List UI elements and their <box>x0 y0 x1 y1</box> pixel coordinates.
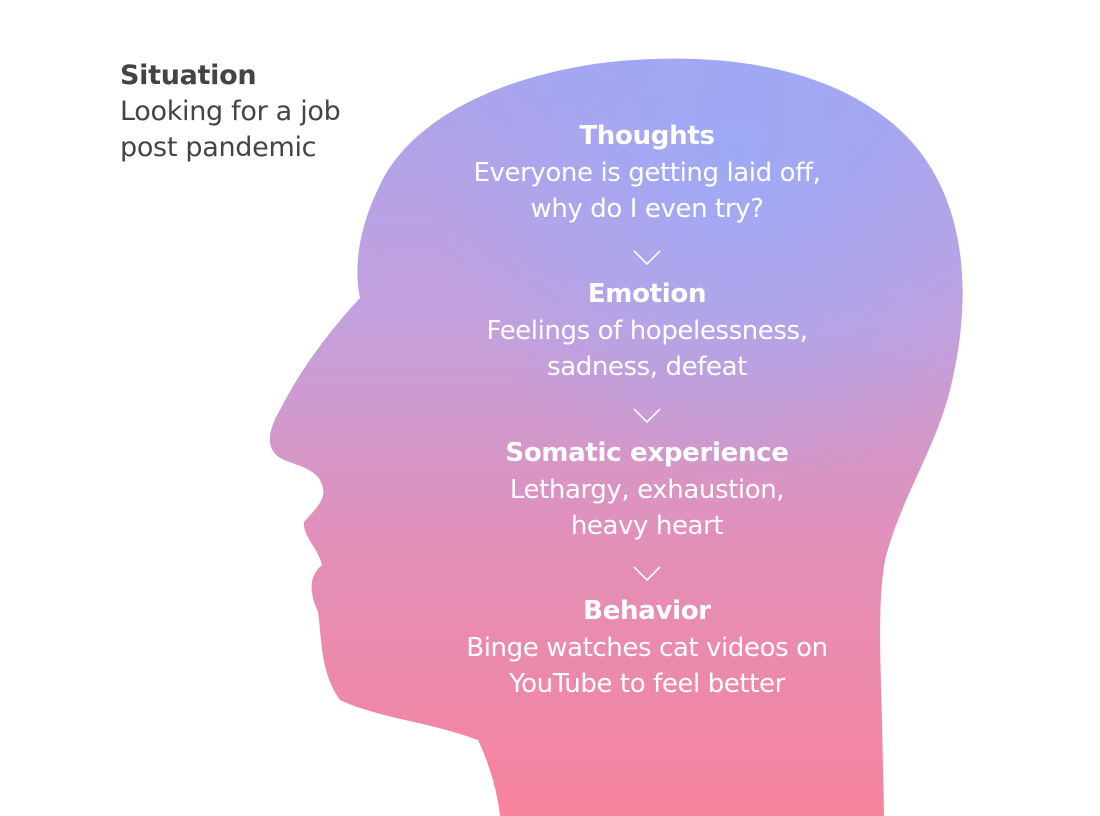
step-body-emotion: Feelings of hopelessness, sadness, defea… <box>447 313 847 385</box>
step-line: Everyone is getting laid off, <box>473 158 821 188</box>
cbt-flow: Thoughts Everyone is getting laid off, w… <box>447 0 847 816</box>
step-line: heavy heart <box>570 511 724 541</box>
step-body-behavior: Binge watches cat videos on YouTube to f… <box>447 630 847 702</box>
situation-line-2: post pandemic <box>120 132 317 163</box>
situation-line-1: Looking for a job <box>120 96 341 127</box>
situation-block: Situation Looking for a job post pandemi… <box>120 58 341 166</box>
step-line: Binge watches cat videos on <box>466 633 828 663</box>
step-line: Lethargy, exhaustion, <box>509 475 785 505</box>
step-line: YouTube to feel better <box>509 669 785 699</box>
chevron-down-icon <box>633 408 661 424</box>
situation-heading: Situation <box>120 60 257 91</box>
step-title-emotion: Emotion <box>587 279 707 309</box>
step-line: why do I even try? <box>530 194 764 224</box>
step-title-thoughts: Thoughts <box>579 121 715 151</box>
step-title-somatic: Somatic experience <box>505 438 789 468</box>
chevron-down-icon <box>633 566 661 582</box>
step-body-somatic: Lethargy, exhaustion, heavy heart <box>447 472 847 544</box>
step-line: sadness, defeat <box>547 352 747 382</box>
step-title-behavior: Behavior <box>583 596 711 626</box>
chevron-down-icon <box>633 250 661 266</box>
step-body-thoughts: Everyone is getting laid off, why do I e… <box>447 155 847 227</box>
step-line: Feelings of hopelessness, <box>486 316 808 346</box>
